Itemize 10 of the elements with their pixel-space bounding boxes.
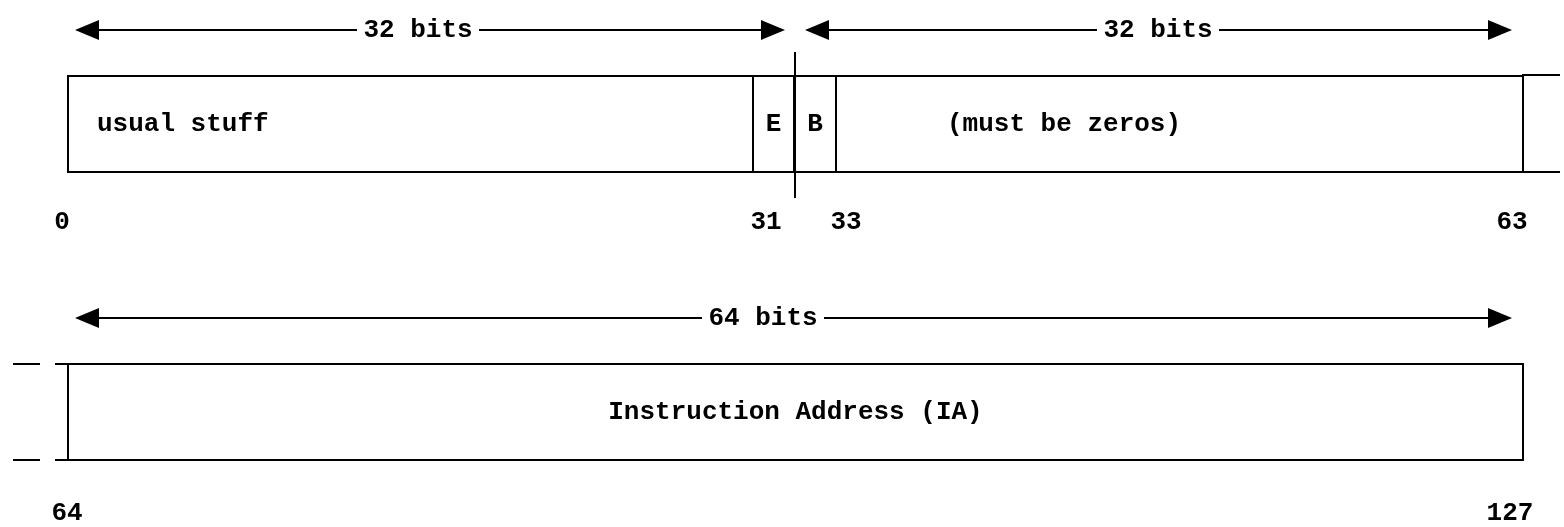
register-field [67, 363, 1524, 461]
field-label: usual stuff [97, 109, 269, 139]
field-label: E [765, 109, 782, 139]
register-field [752, 75, 795, 173]
register-field [67, 75, 754, 173]
field-label: Instruction Address (IA) [608, 397, 983, 427]
field-label: (must be zeros) [947, 109, 1182, 139]
field-label: B [807, 109, 823, 139]
register-field [793, 75, 837, 173]
register-field [835, 75, 1524, 173]
